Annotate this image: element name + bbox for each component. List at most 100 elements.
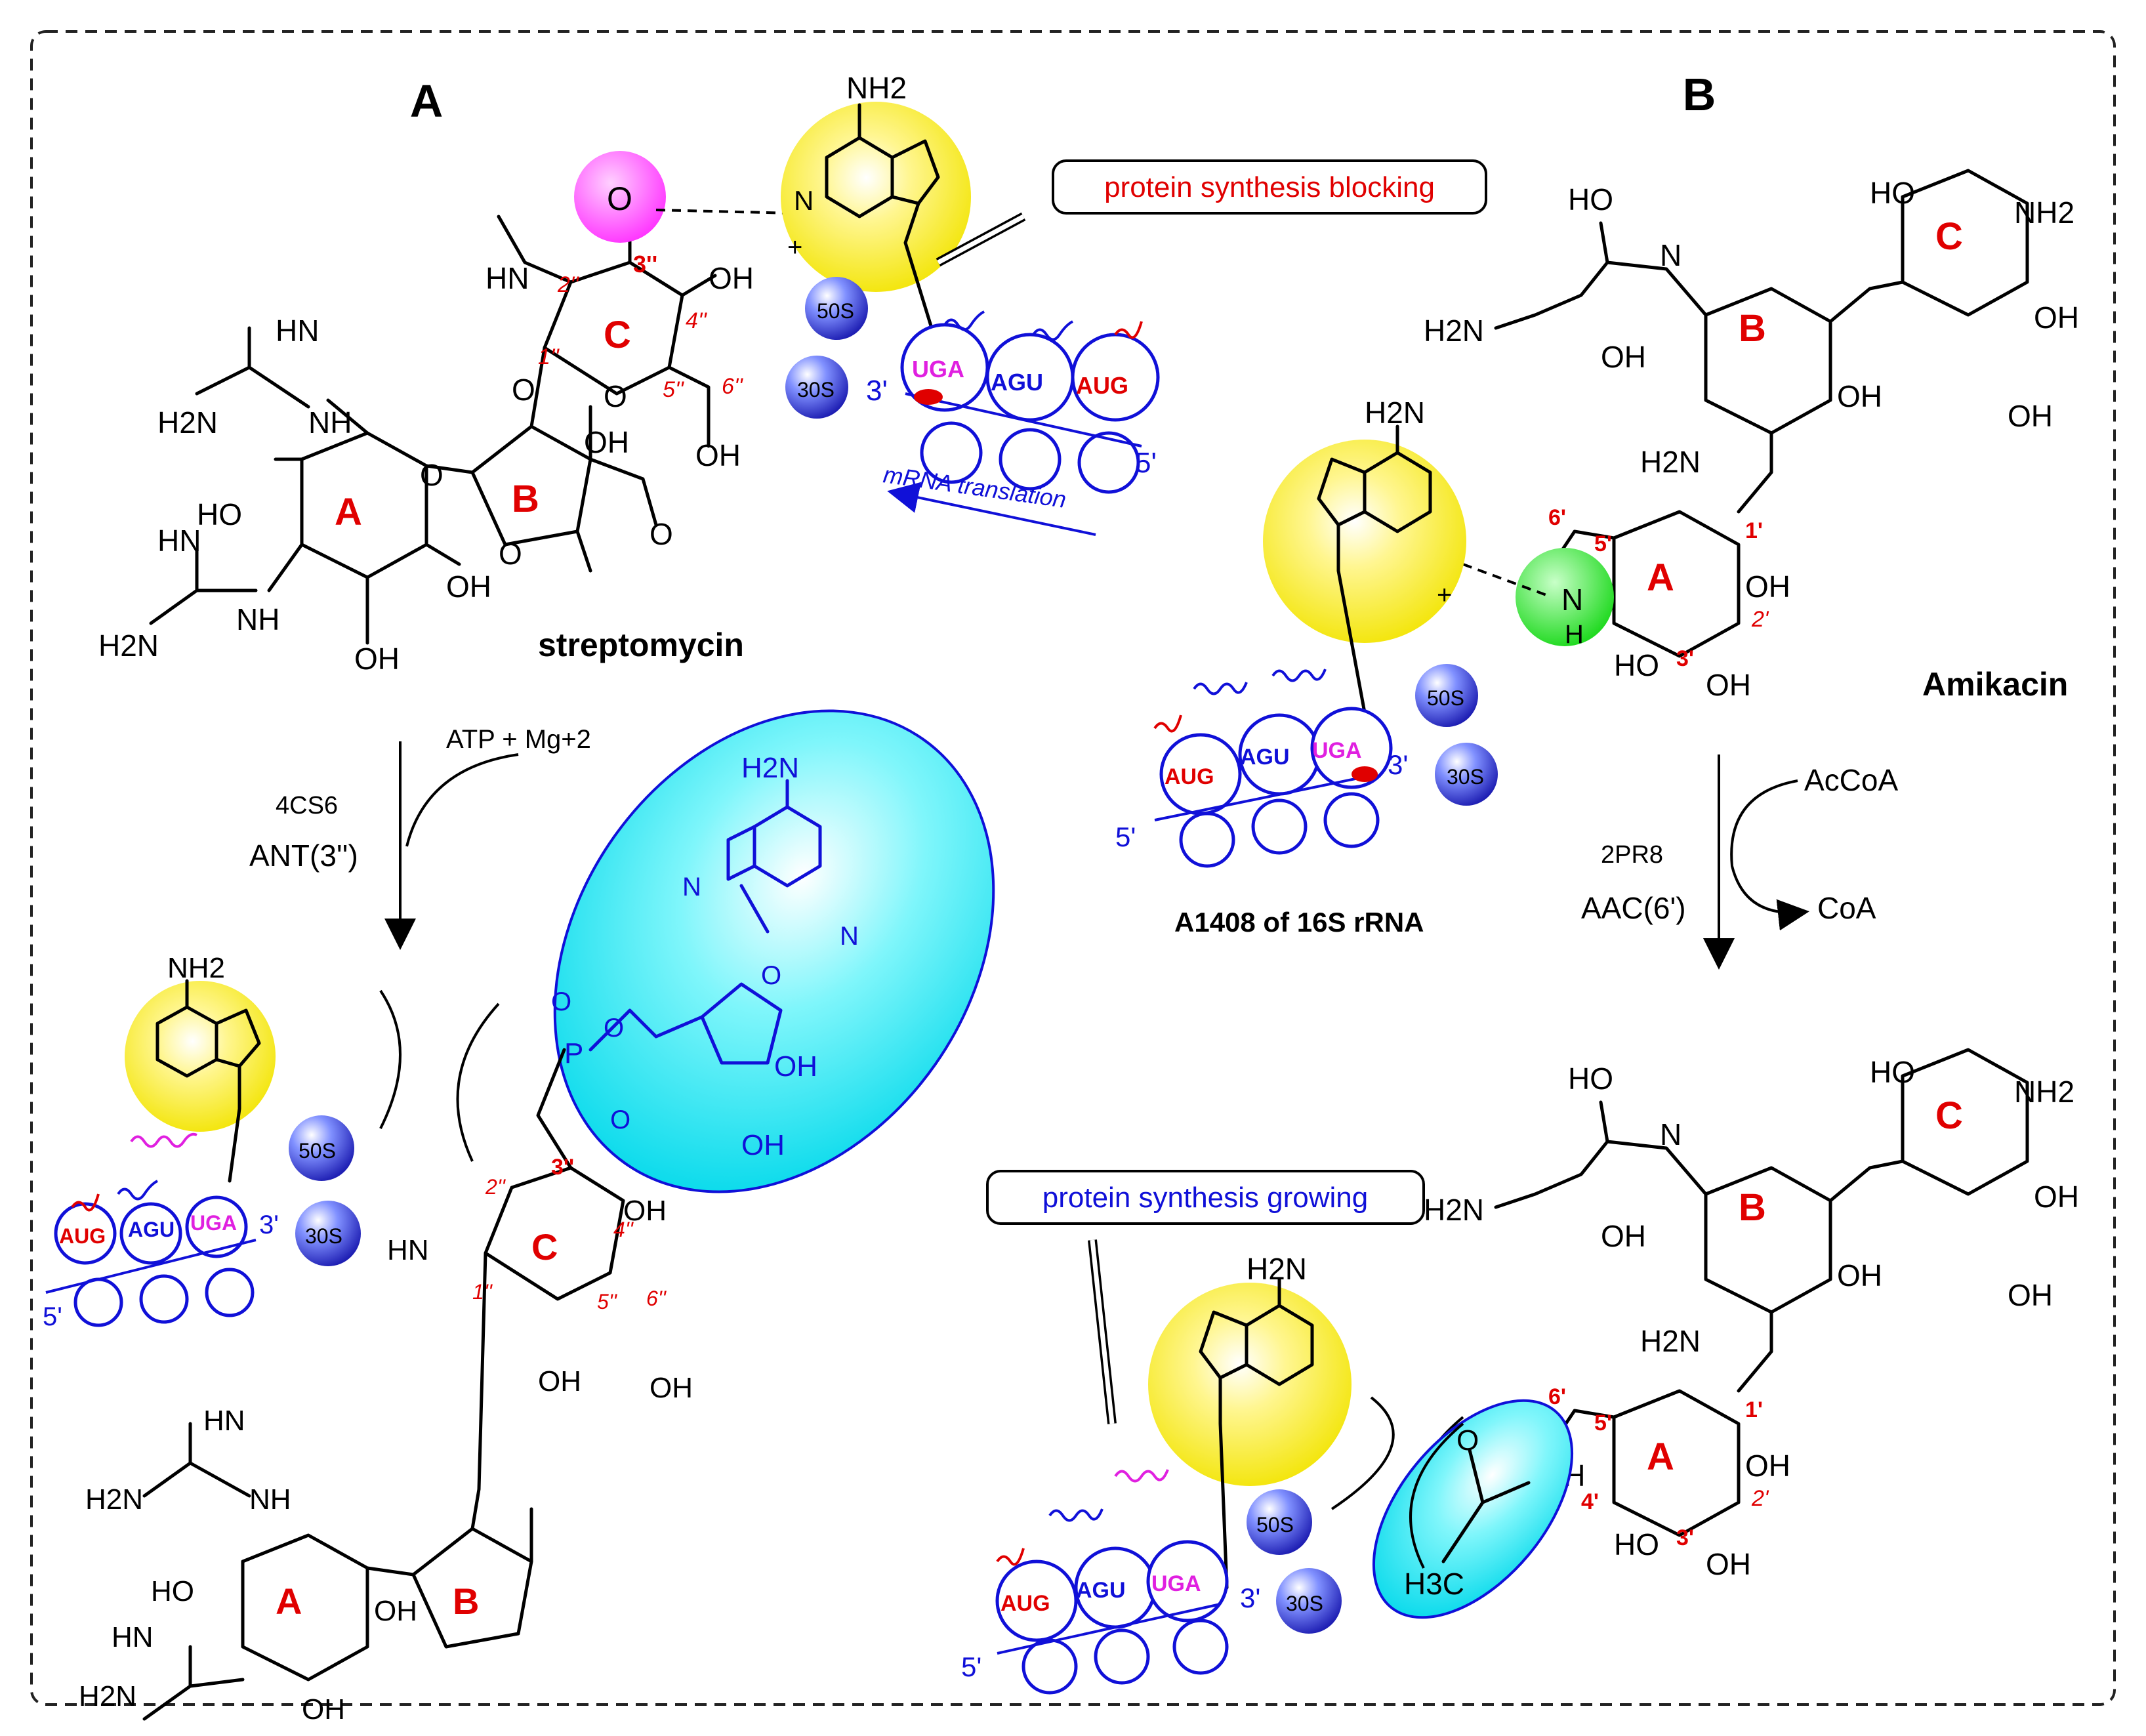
svg-text:UGA: UGA (1312, 738, 1362, 763)
svg-text:P: P (564, 1037, 583, 1069)
svg-text:ATP + Mg+2: ATP + Mg+2 (446, 725, 591, 754)
svg-text:HN: HN (387, 1234, 429, 1266)
svg-text:3': 3' (866, 375, 888, 407)
svg-text:AUG: AUG (1001, 1591, 1050, 1616)
amikacin-ring-b (1704, 287, 1832, 435)
svg-text:OH: OH (695, 438, 741, 472)
svg-text:5': 5' (1594, 1411, 1612, 1436)
svg-text:3'': 3'' (633, 251, 657, 278)
svg-text:AGU: AGU (1076, 1578, 1126, 1603)
svg-text:N: N (794, 185, 814, 216)
svg-text:HO: HO (1568, 182, 1613, 217)
svg-text:HO: HO (197, 497, 242, 531)
svg-text:O: O (420, 458, 444, 492)
svg-text:5': 5' (43, 1302, 62, 1331)
svg-text:50S: 50S (1427, 686, 1464, 710)
svg-text:H: H (1565, 620, 1584, 649)
svg-text:O: O (761, 961, 781, 990)
svg-text:50S: 50S (299, 1139, 336, 1163)
svg-text:1': 1' (1745, 1397, 1763, 1422)
svg-text:6'': 6'' (646, 1287, 667, 1310)
svg-text:OH: OH (1745, 1449, 1790, 1483)
svg-text:HN: HN (485, 261, 529, 295)
svg-text:AcCoA: AcCoA (1804, 763, 1898, 797)
svg-text:50S: 50S (817, 299, 854, 323)
svg-text:5'': 5'' (663, 377, 684, 402)
svg-text:OH: OH (2034, 300, 2079, 335)
svg-text:OH: OH (1601, 1219, 1646, 1253)
callout-growing: protein synthesis growing (986, 1170, 1425, 1424)
svg-text:H2N: H2N (1247, 1252, 1307, 1286)
svg-text:AUG: AUG (59, 1224, 106, 1248)
svg-text:OH: OH (774, 1050, 817, 1083)
ribosome-top-b: 50S 30S AUG AGU UGA 3' 5' A1408 of 16S r… (1115, 664, 1498, 938)
svg-text:OH: OH (741, 1129, 785, 1161)
svg-text:N: N (682, 873, 701, 901)
svg-text:H2N: H2N (1640, 445, 1701, 479)
svg-text:HN: HN (112, 1621, 154, 1653)
svg-text:OH: OH (1837, 379, 1882, 413)
svg-text:H2N: H2N (98, 629, 159, 663)
panel-label-b: B (1683, 69, 1716, 120)
svg-text:NH2: NH2 (167, 952, 225, 984)
svg-text:4'': 4'' (686, 308, 707, 333)
svg-text:H2N: H2N (1640, 1324, 1701, 1358)
svg-text:5': 5' (961, 1651, 981, 1682)
svg-text:NH: NH (236, 602, 279, 636)
svg-text:protein synthesis growing: protein synthesis growing (1042, 1182, 1368, 1214)
svg-text:H2N: H2N (1424, 314, 1484, 348)
svg-text:N: N (1660, 1117, 1682, 1151)
svg-text:HO: HO (1614, 648, 1659, 682)
svg-text:4': 4' (1581, 1489, 1599, 1514)
svg-text:50S: 50S (1256, 1513, 1294, 1537)
svg-text:30S: 30S (1286, 1592, 1323, 1615)
svg-text:2'': 2'' (485, 1175, 506, 1199)
svg-text:N: N (1561, 583, 1583, 617)
svg-text:OH: OH (2008, 399, 2053, 433)
svg-text:B: B (1739, 1186, 1766, 1229)
svg-text:B: B (453, 1581, 479, 1622)
svg-text:AUG: AUG (1165, 764, 1214, 789)
svg-text:HO: HO (1568, 1062, 1613, 1096)
svg-text:OH: OH (354, 642, 400, 676)
svg-text:O: O (604, 1014, 624, 1043)
panel-label-a: A (410, 75, 444, 127)
svg-text:4'': 4'' (613, 1218, 634, 1241)
svg-text:N: N (1660, 238, 1682, 272)
ring-a-outline (300, 431, 428, 579)
svg-text:30S: 30S (797, 378, 835, 402)
amikacin-label: Amikacin (1922, 666, 2068, 703)
svg-text:AGU: AGU (128, 1218, 175, 1241)
svg-text:OH: OH (709, 261, 754, 295)
ribosome-top-a: 50S 30S UGA AGU AUG 3' 5' mRNA translati… (785, 277, 1160, 536)
svg-text:HO: HO (1870, 176, 1915, 210)
svg-text:OH: OH (2008, 1278, 2053, 1312)
ring-b-outline (470, 424, 592, 547)
svg-text:3'': 3'' (551, 1155, 574, 1180)
svg-text:+: + (787, 233, 802, 262)
svg-text:3': 3' (1388, 749, 1408, 780)
svg-text:6'': 6'' (722, 374, 743, 399)
svg-text:NH2: NH2 (2014, 1075, 2074, 1109)
reaction-arrow-a: ATP + Mg+2 4CS6 ANT(3'') (249, 725, 591, 950)
svg-text:NH: NH (249, 1483, 291, 1516)
svg-text:HO: HO (151, 1575, 194, 1607)
svg-text:OH: OH (446, 569, 491, 604)
svg-text:2': 2' (1751, 607, 1769, 632)
svg-text:OH: OH (302, 1693, 345, 1726)
svg-text:3': 3' (259, 1210, 279, 1239)
svg-text:5': 5' (1135, 447, 1157, 479)
acetylated-amikacin: HO N H2N OH H2N OH HO NH2 OH OH OH HO OH… (1372, 1048, 2079, 1619)
svg-text:A: A (1647, 556, 1674, 599)
svg-text:HN: HN (157, 524, 201, 558)
svg-text:O: O (604, 379, 627, 413)
svg-text:O: O (499, 537, 522, 571)
svg-text:H2N: H2N (79, 1680, 136, 1712)
svg-text:H2N: H2N (1365, 396, 1425, 430)
svg-text:B: B (1739, 307, 1766, 350)
streptomycin-3oh-highlight (574, 151, 666, 243)
adenine-top-a: NH2 N + (781, 71, 971, 330)
svg-text:OH: OH (584, 425, 629, 459)
amikacin-ring-c (1901, 169, 2029, 317)
